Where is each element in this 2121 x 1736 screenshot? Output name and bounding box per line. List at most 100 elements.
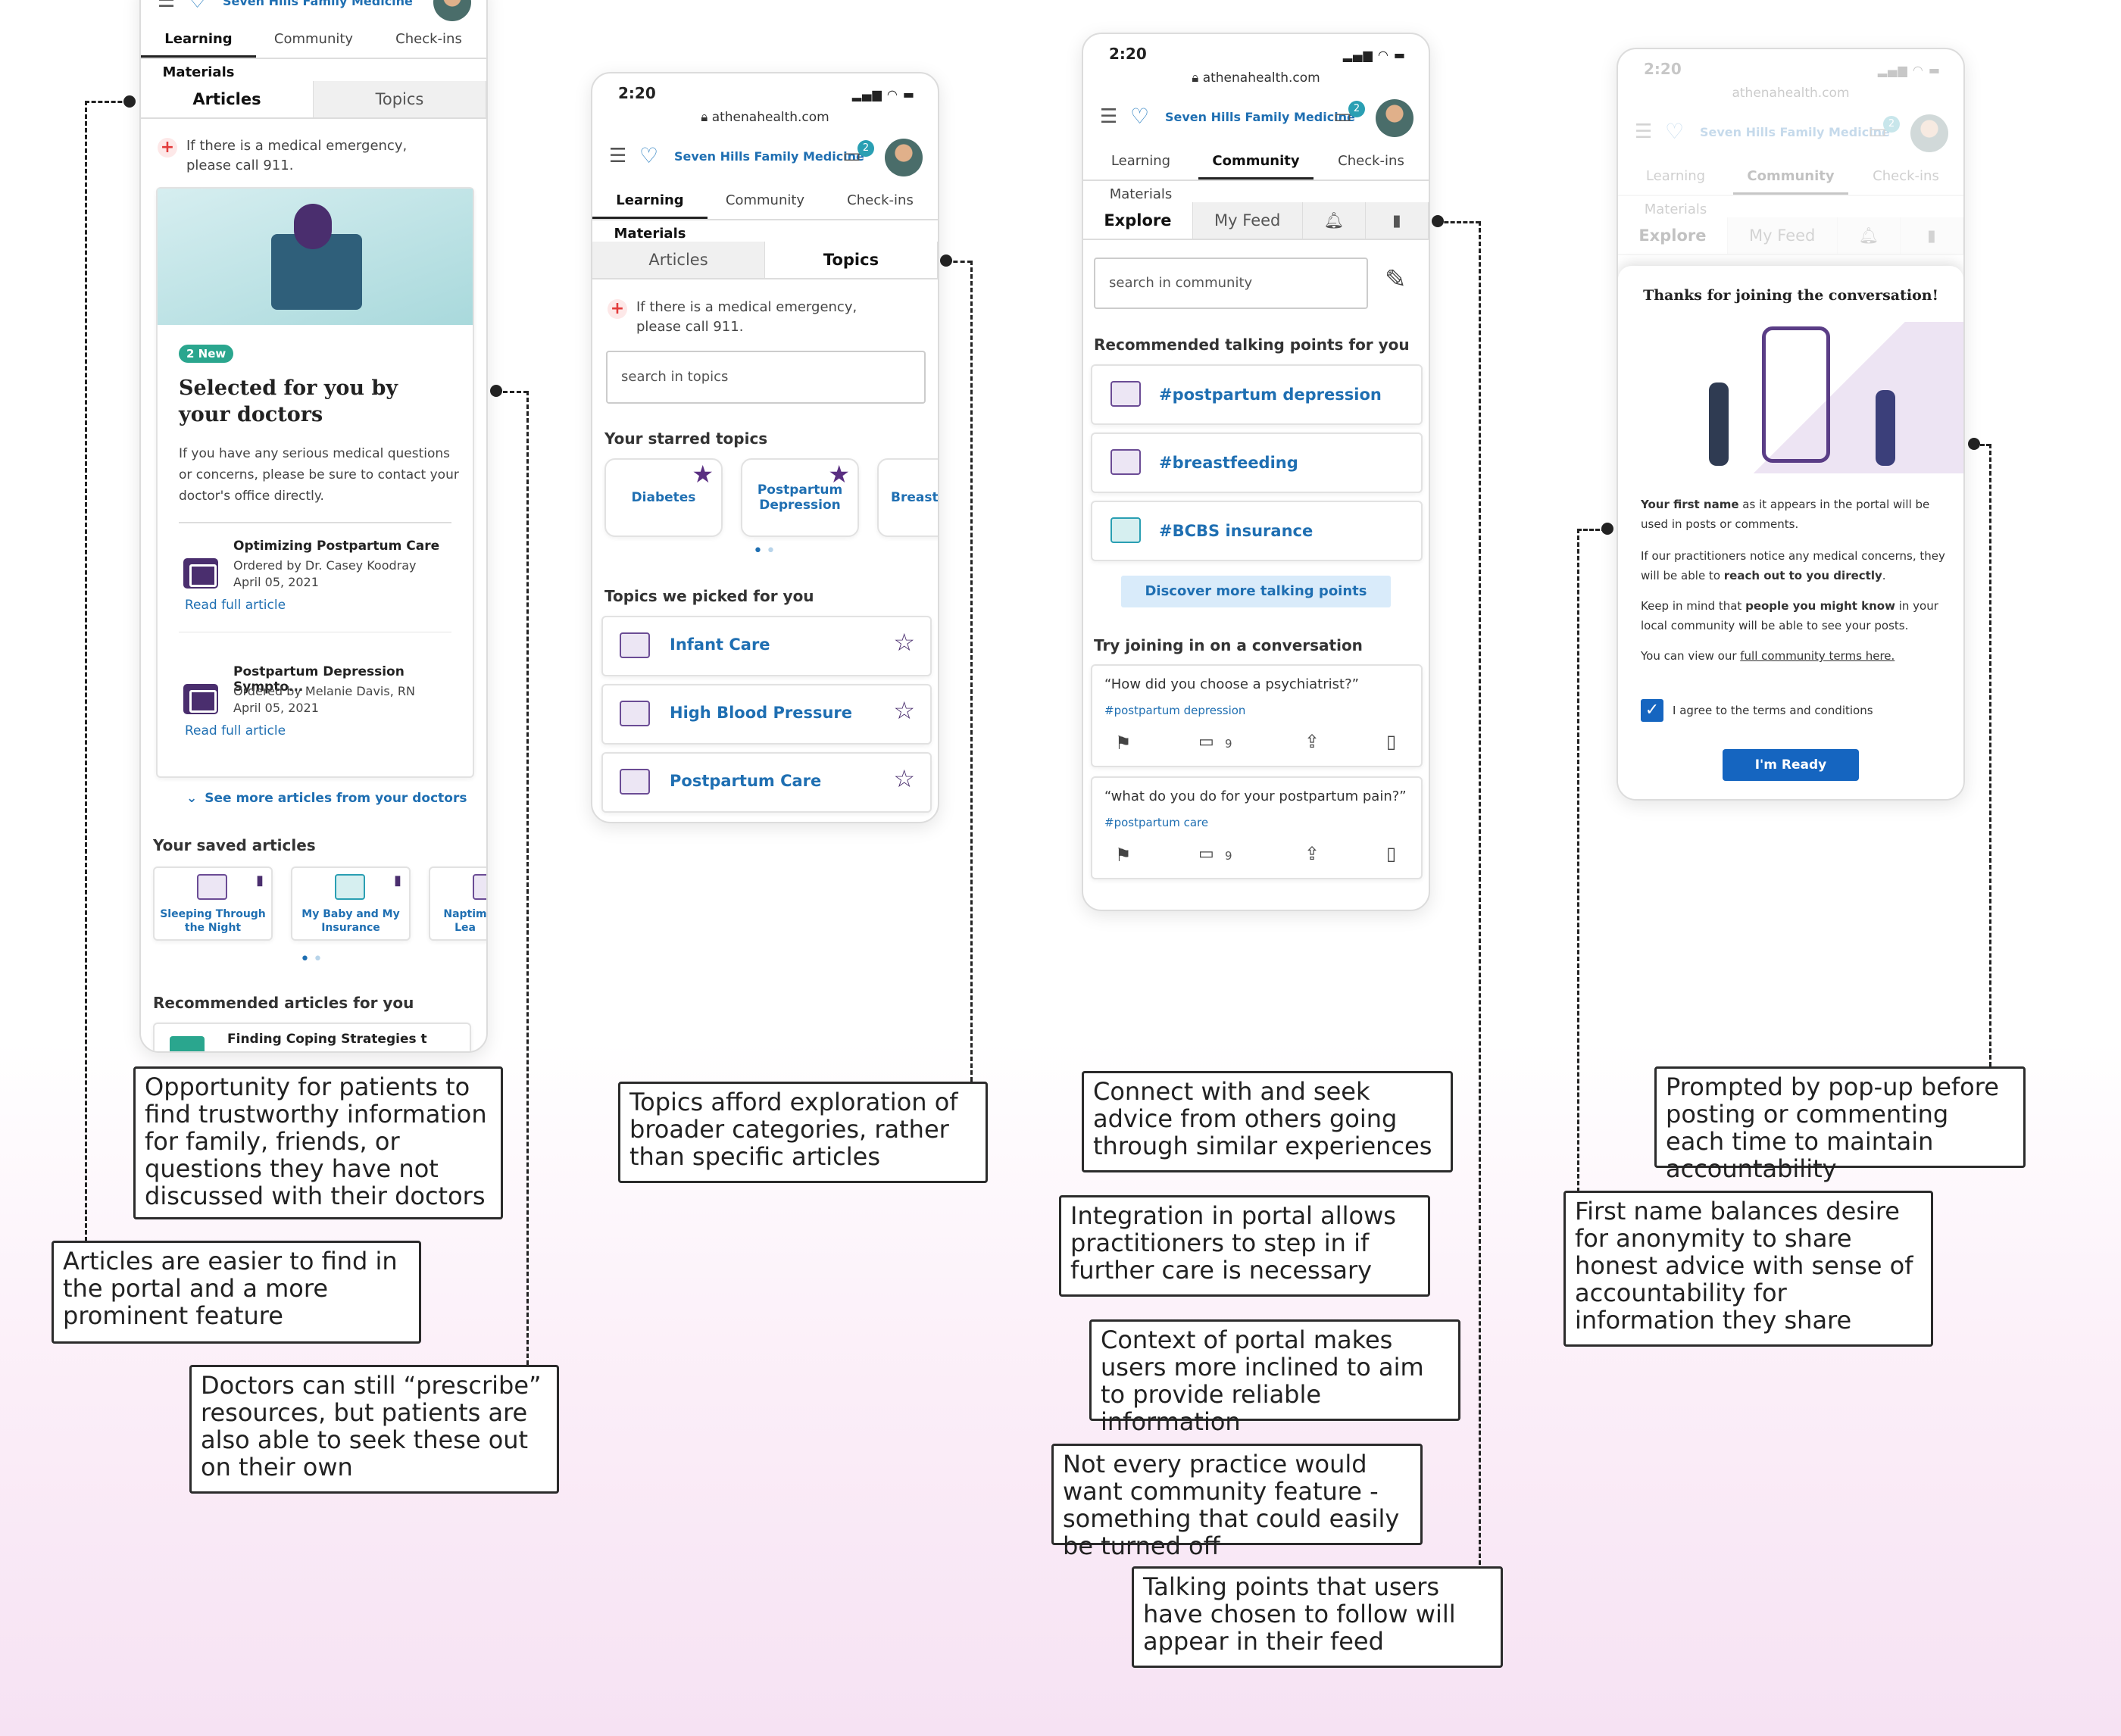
comment-icon[interactable]: ▭ [1198,845,1214,863]
bookmark-icon[interactable]: ▮ [1366,202,1429,239]
logo-heart-icon: ♡ [1130,104,1150,129]
seg-explore[interactable]: Explore [1083,202,1193,239]
talking-point[interactable]: #breastfeeding [1091,432,1423,493]
im-ready-button[interactable]: I'm Ready [1723,749,1859,781]
community-search-input[interactable]: search in community [1094,258,1368,309]
saved-label: My Baby and My Insurance [301,908,400,934]
menu-icon[interactable]: ☰ [609,145,627,167]
topics-search-input[interactable]: search in topics [606,351,926,404]
tab-community[interactable]: Community [1198,145,1314,180]
connector-line [1989,444,1991,1066]
see-more-link[interactable]: ⌄See more articles from your doctors [186,791,467,806]
seg-topics[interactable]: Topics [765,242,938,278]
conversation-tag[interactable]: #postpartum depression [1104,704,1246,717]
flag-icon[interactable]: ⚑ [1115,732,1132,754]
annotation-feature-toggle: Not every practice would want community … [1051,1444,1423,1560]
phone-articles: ☰ ♡ Seven Hills Family Medicine Learning… [139,0,488,1053]
bookmark-icon[interactable]: ▯ [1386,731,1397,752]
saved-card[interactable]: ▮ Sleeping Through the Night [153,866,273,941]
conversation-card[interactable]: “what do you do for your postpartum pain… [1091,776,1423,879]
bookmark-icon[interactable]: ▯ [1386,843,1397,864]
topic-label: Infant Care [670,635,770,654]
topic-row[interactable]: Postpartum Care ☆ [601,752,932,813]
star-outline-icon[interactable]: ☆ [893,764,915,793]
menu-icon[interactable]: ☰ [158,0,176,12]
conversation-card[interactable]: “How did you choose a psychiatrist?” #po… [1091,664,1423,767]
tab-community[interactable]: Community [273,31,354,47]
discover-more-button[interactable]: Discover more talking points [1121,576,1391,607]
bookmark-icon[interactable]: ▮ [256,873,264,888]
avatar[interactable] [1376,99,1413,137]
tab-community[interactable]: Community [725,192,805,208]
talking-point[interactable]: #BCBS insurance [1091,501,1423,561]
annotation-feed-talking-points: Talking points that users have chosen to… [1132,1566,1503,1668]
topic-row[interactable]: Infant Care ☆ [601,616,932,676]
avatar[interactable] [433,0,471,21]
para-2-bold: reach out to you directly [1723,569,1882,582]
signal-wifi-battery-icon: ▂▄▆ ◠ ▬ [1342,48,1406,62]
connector-line [1577,529,1606,531]
connector-line [85,101,129,103]
brand-name: Seven Hills Family Medicine [223,0,413,8]
messages-icon: ▭ [1868,120,1887,143]
read-full-article-link[interactable]: Read full article [185,598,286,613]
community-terms-link[interactable]: full community terms here. [1740,649,1895,663]
share-icon[interactable]: ⇪ [1304,843,1320,864]
share-icon[interactable]: ⇪ [1304,731,1320,752]
insurance-card-icon [1110,517,1141,543]
seg-my-feed[interactable]: My Feed [1193,202,1303,239]
bell-icon[interactable]: 🔔︎ [1303,202,1366,239]
recommended-card[interactable]: Finding Coping Strategies t [153,1023,471,1051]
topic-row[interactable]: High Blood Pressure ☆ [601,684,932,745]
signal-wifi-battery-icon: ▂▄▆ ◠ ▬ [851,87,915,101]
tab-learning-materials[interactable]: Learning Materials [1109,153,1173,202]
modal-para-1: Your first name as it appears in the por… [1641,495,1948,534]
seg-articles[interactable]: Articles [141,81,314,117]
avatar[interactable] [885,139,923,176]
tab-learning-materials[interactable]: Learning Materials [592,184,708,242]
star-outline-icon[interactable]: ☆ [893,696,915,725]
connector-line [1438,221,1480,223]
tab-check-ins[interactable]: Check-ins [1338,153,1404,169]
conversation-tag[interactable]: #postpartum care [1104,816,1209,829]
star-outline-icon[interactable]: ☆ [893,628,915,657]
brand-name: Seven Hills Family Medicine [1700,125,1890,139]
tab-community: Community [1733,160,1848,195]
app-header: ☰ ♡ Seven Hills Family Medicine ▭ 2 [1083,95,1429,140]
annotation-articles-prominent: Articles are easier to find in the porta… [52,1241,421,1344]
annotation-prescribe-resources: Doctors can still “prescribe” resources,… [189,1365,559,1494]
menu-icon: ☰ [1635,120,1653,143]
star-filled-icon[interactable]: ★ [828,460,850,489]
modal-title: Thanks for joining the conversation! [1643,287,1938,304]
status-bar: 2:20 ▂▄▆ ◠ ▬ [1083,34,1429,73]
connector-dot [1601,523,1613,535]
menu-icon[interactable]: ☰ [1100,105,1118,128]
seg-topics[interactable]: Topics [314,81,486,117]
tab-learning-materials[interactable]: Learning Materials [141,23,256,80]
read-full-article-link[interactable]: Read full article [185,723,286,738]
star-filled-icon[interactable]: ★ [692,460,714,489]
starred-topic-card[interactable]: ★ Diabetes [604,458,723,537]
url-bar[interactable]: 🔒︎ athenahealth.com [1083,70,1429,86]
starred-topic-card[interactable]: Breastf [877,458,939,537]
bookmark-icon: ▮ [1901,217,1963,254]
flag-icon[interactable]: ⚑ [1115,845,1132,866]
saved-card[interactable]: Naptim Lea [429,866,486,941]
tab-check-ins[interactable]: Check-ins [847,192,914,208]
starred-topic-label: Breastf [891,490,939,505]
starred-topic-label: Diabetes [631,490,696,505]
seg-explore: Explore [1618,217,1728,254]
talking-point[interactable]: #postpartum depression [1091,364,1423,425]
url-bar[interactable]: 🔒︎ athenahealth.com [592,110,938,125]
comment-icon[interactable]: ▭ [1198,732,1214,751]
para-3-end: in your local community will be able to … [1641,599,1938,632]
saved-card[interactable]: ▮ My Baby and My Insurance [291,866,411,941]
seg-articles[interactable]: Articles [592,242,765,278]
tab-check-ins[interactable]: Check-ins [395,31,462,47]
saved-title: Your saved articles [153,836,316,854]
agree-checkbox[interactable]: ✓ [1641,699,1663,722]
bookmark-icon[interactable]: ▮ [394,873,401,888]
compose-icon[interactable]: ✎ [1385,264,1407,295]
content-segment: Articles Topics [592,242,938,279]
starred-topic-card[interactable]: ★ Postpartum Depression [741,458,859,537]
